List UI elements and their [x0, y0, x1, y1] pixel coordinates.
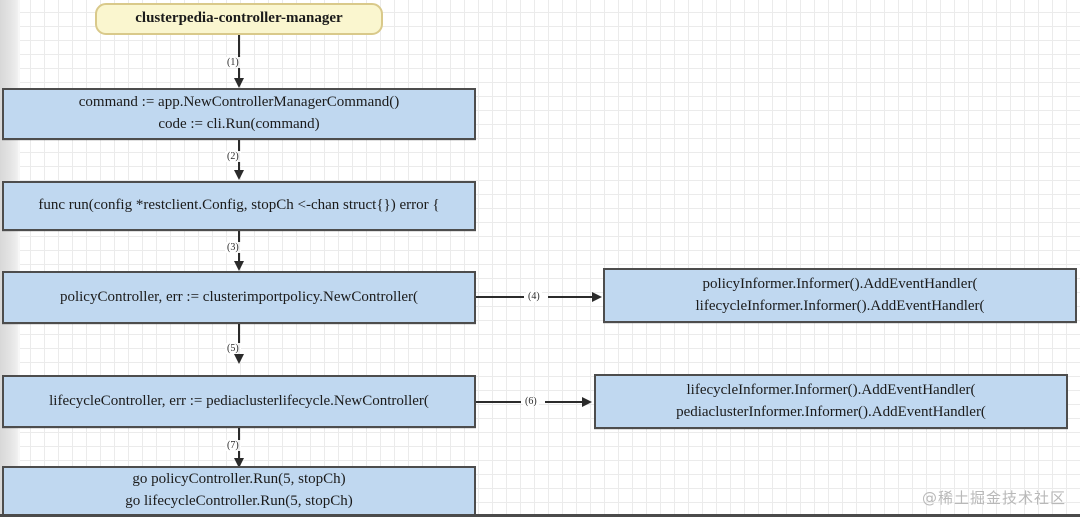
- bottom-fill: [0, 517, 1080, 524]
- node-policy-informer[interactable]: policyInformer.Informer().AddEventHandle…: [603, 268, 1077, 323]
- node-label: clusterpedia-controller-manager: [135, 10, 343, 27]
- node-run-goroutines-line-1: go policyController.Run(5, stopCh): [132, 471, 346, 488]
- bottom-rule: [0, 514, 1080, 517]
- node-policy-controller-line-1: policyController, err := clusterimportpo…: [59, 288, 419, 305]
- edge-3-arrowhead: [234, 261, 244, 271]
- node-func-run[interactable]: func run(config *restclient.Config, stop…: [2, 181, 476, 231]
- left-gutter-band: [0, 0, 19, 516]
- node-lifecycle-controller[interactable]: lifecycleController, err := pediacluster…: [2, 375, 476, 428]
- edge-4-arrowhead: [592, 292, 602, 302]
- edge-4-line-right: [548, 296, 593, 298]
- node-policy-informer-line-2: lifecycleInformer.Informer().AddEventHan…: [695, 297, 985, 314]
- edge-5-line: [238, 324, 240, 356]
- node-lifecycle-controller-line-1: lifecycleController, err := pediacluster…: [49, 392, 429, 409]
- node-lifecycle-informer-line-2: pediaclusterInformer.Informer().AddEvent…: [676, 403, 986, 420]
- edge-7-arrowhead: [234, 458, 244, 468]
- node-func-run-line-1: func run(config *restclient.Config, stop…: [38, 197, 440, 214]
- node-command-line-2: code := cli.Run(command): [158, 116, 320, 132]
- node-clusterpedia-controller-manager[interactable]: clusterpedia-controller-manager: [95, 3, 383, 35]
- edge-6-arrowhead: [582, 397, 592, 407]
- edge-5-label: (5): [225, 343, 241, 354]
- edge-2-label: (2): [225, 151, 241, 162]
- node-run-goroutines[interactable]: go policyController.Run(5, stopCh) go li…: [2, 466, 476, 516]
- node-command[interactable]: command := app.NewControllerManagerComma…: [2, 88, 476, 140]
- grid-background: [18, 0, 1080, 516]
- left-gutter-edge: [18, 0, 20, 516]
- edge-6-line-left: [476, 401, 521, 403]
- edge-1-arrowhead: [234, 78, 244, 88]
- edge-5-arrowhead: [234, 354, 244, 364]
- node-lifecycle-informer-line-1: lifecycleInformer.Informer().AddEventHan…: [686, 381, 976, 398]
- node-policy-informer-line-1: policyInformer.Informer().AddEventHandle…: [702, 275, 978, 292]
- edge-6-line-right: [545, 401, 583, 403]
- edge-3-label: (3): [225, 242, 241, 253]
- edge-2-arrowhead: [234, 170, 244, 180]
- edge-4-line-left: [476, 296, 524, 298]
- node-policy-controller[interactable]: policyController, err := clusterimportpo…: [2, 271, 476, 324]
- edge-4-label: (4): [526, 291, 542, 302]
- edge-6-label: (6): [523, 396, 539, 407]
- node-run-goroutines-line-2: go lifecycleController.Run(5, stopCh): [125, 493, 353, 509]
- edge-7-label: (7): [225, 440, 241, 451]
- edge-1-label: (1): [225, 57, 241, 68]
- node-command-line-1: command := app.NewControllerManagerComma…: [78, 94, 400, 111]
- node-lifecycle-informer[interactable]: lifecycleInformer.Informer().AddEventHan…: [594, 374, 1068, 429]
- watermark: @稀土掘金技术社区: [921, 489, 1066, 507]
